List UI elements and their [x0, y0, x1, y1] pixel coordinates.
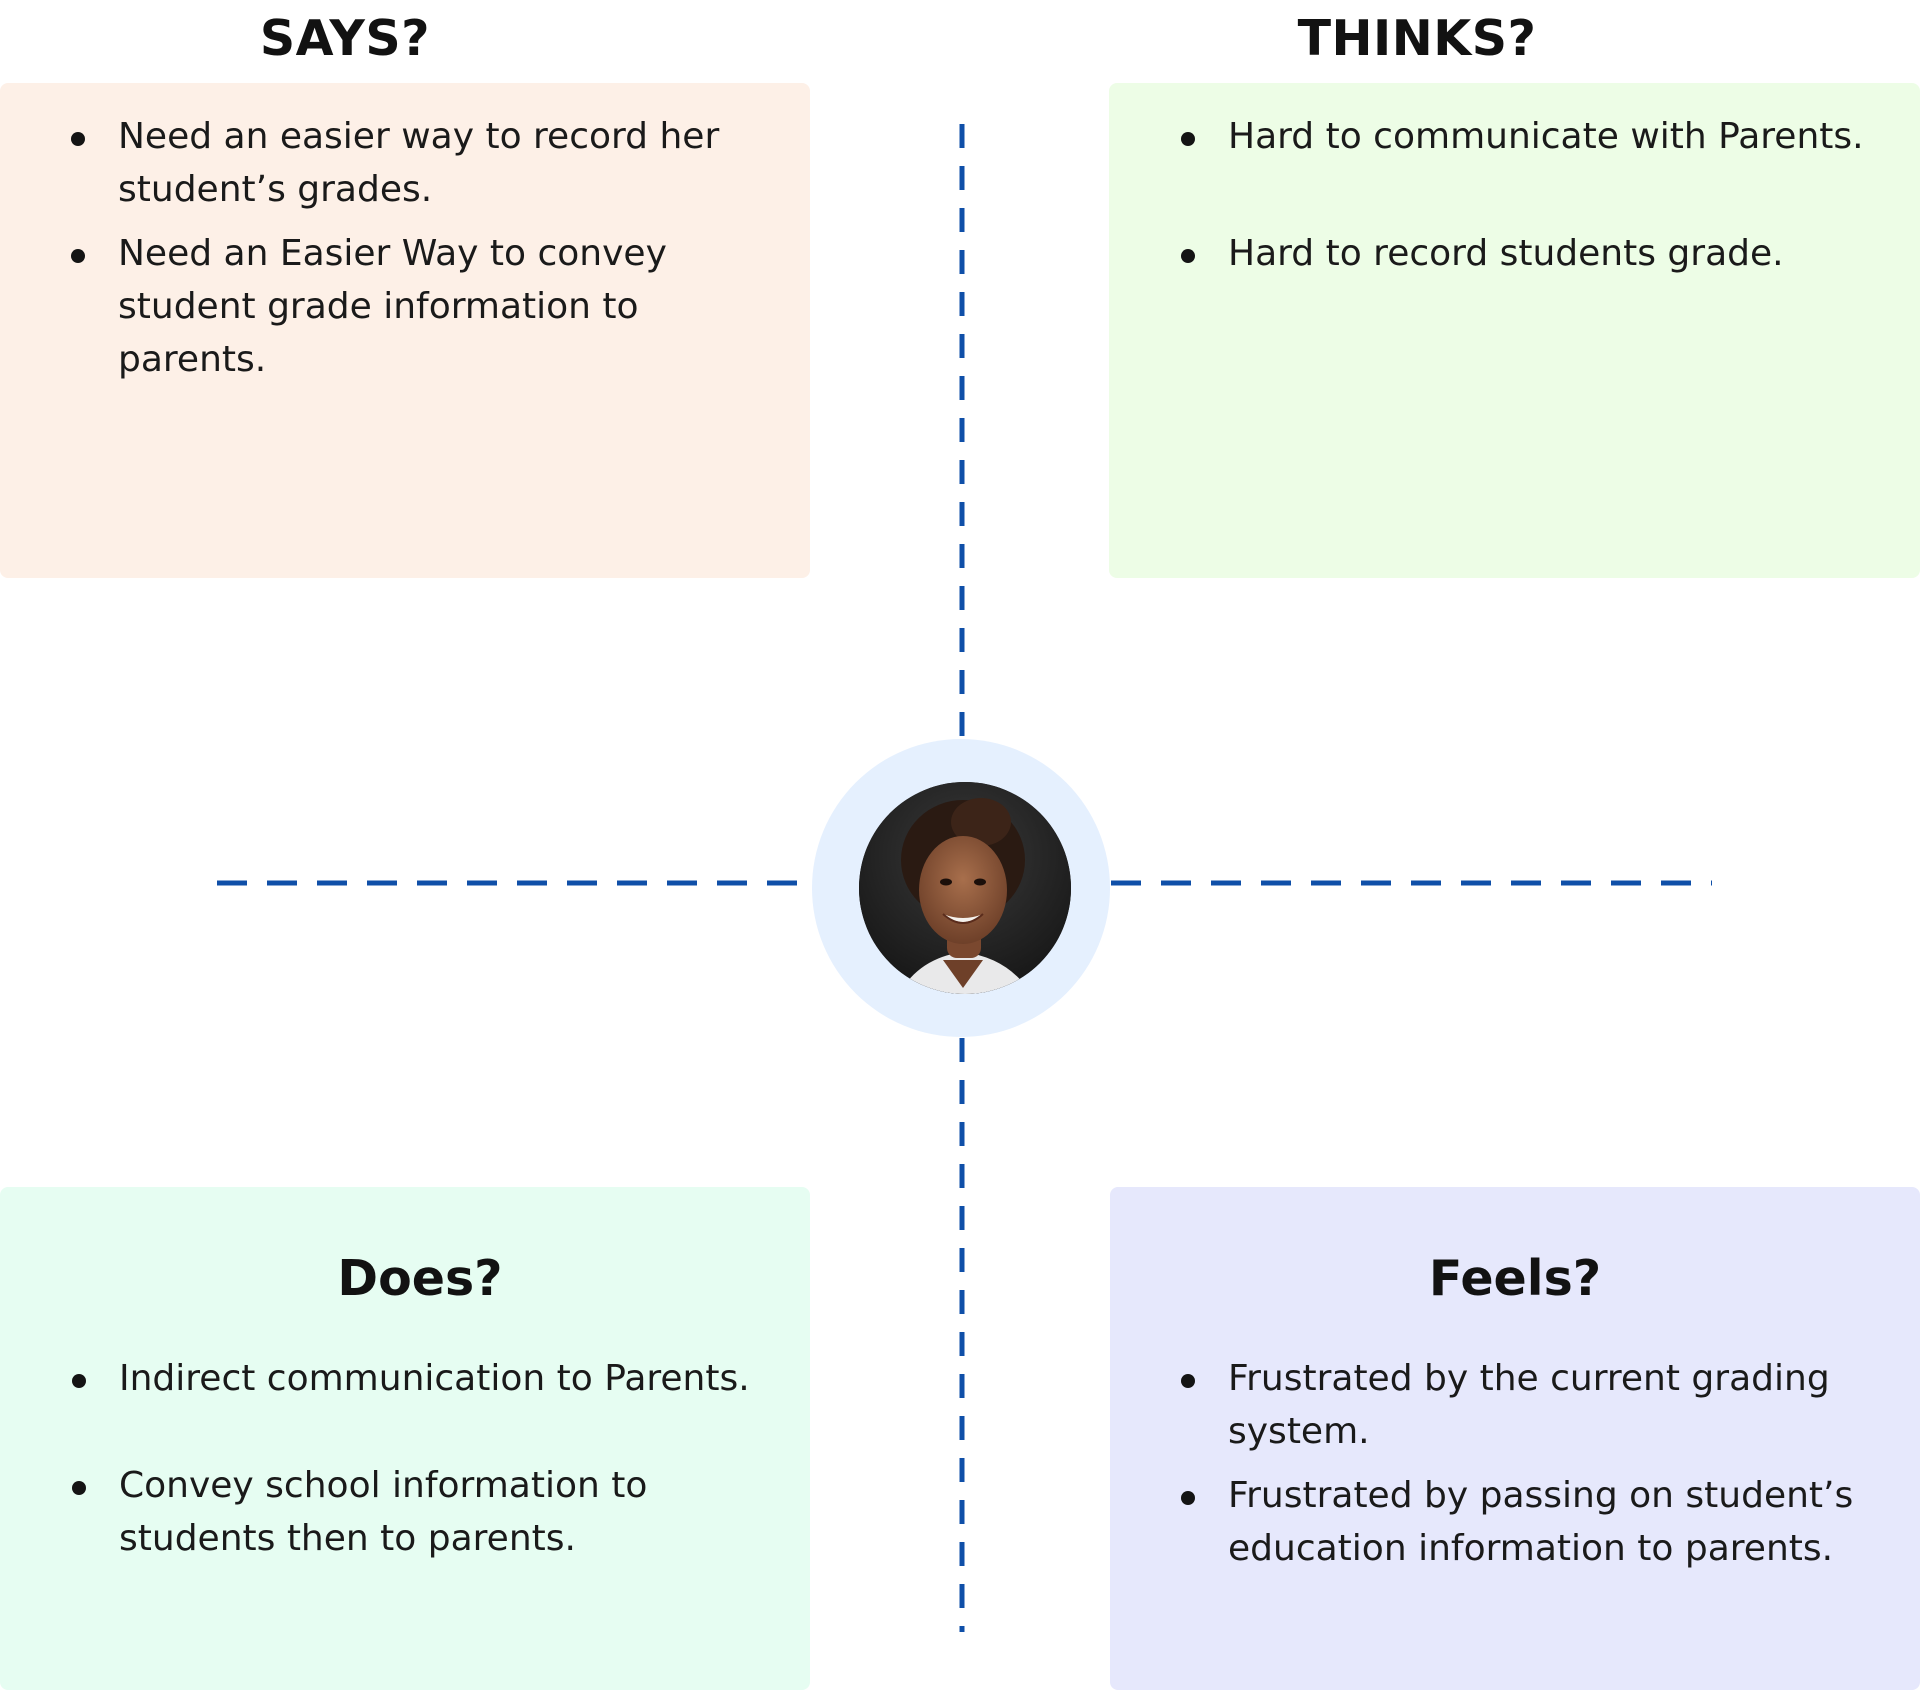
- feels-list: Frustrated by the current grading system…: [1181, 1352, 1878, 1575]
- thinks-item: Hard to record students grade.: [1181, 227, 1908, 280]
- says-card: [0, 83, 810, 578]
- feels-title: Feels?: [1428, 1250, 1602, 1307]
- says-title: SAYS?: [259, 10, 431, 67]
- person-photo-icon: [859, 782, 1071, 994]
- thinks-item: Hard to communicate with Parents.: [1181, 110, 1908, 163]
- does-item: Indirect communication to Parents.: [72, 1352, 769, 1405]
- says-list: Need an easier way to record her student…: [71, 110, 788, 386]
- thinks-card: [1109, 83, 1920, 578]
- feels-item: Frustrated by the current grading system…: [1181, 1352, 1878, 1458]
- says-item: Need an Easier Way to convey student gra…: [71, 227, 788, 386]
- says-item: Need an easier way to record her student…: [71, 110, 788, 216]
- feels-card: Feels?: [1110, 1187, 1920, 1690]
- thinks-title: THINKS?: [1297, 10, 1537, 67]
- does-item: Convey school information to students th…: [72, 1459, 769, 1565]
- does-title: Does?: [337, 1250, 503, 1307]
- thinks-list: Hard to communicate with Parents. Hard t…: [1181, 110, 1908, 280]
- does-card: Does?: [0, 1187, 810, 1690]
- feels-item: Frustrated by passing on student’s educa…: [1181, 1469, 1878, 1575]
- avatar: [859, 782, 1071, 994]
- does-list: Indirect communication to Parents. Conve…: [72, 1352, 769, 1565]
- avatar-ring: [812, 739, 1110, 1037]
